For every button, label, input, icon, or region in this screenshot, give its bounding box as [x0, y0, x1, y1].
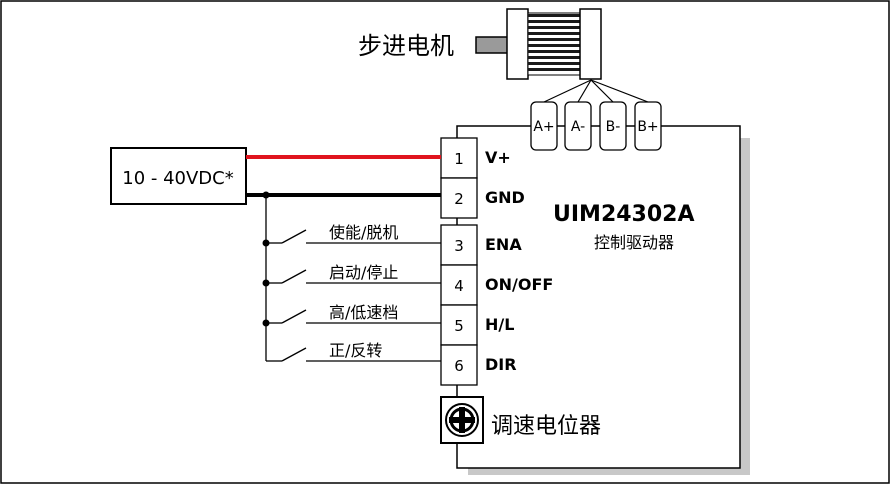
power-supply-label: 10 - 40VDC* [122, 168, 234, 189]
lead-b-plus-box [634, 101, 662, 151]
motor-label: 步进电机 [358, 32, 454, 60]
terminal-1-number: 1 [454, 150, 464, 168]
driver-body [456, 125, 741, 469]
potentiometer-label: 调速电位器 [491, 414, 601, 439]
switch-ena-label: 使能/脱机 [329, 223, 398, 242]
switch-on-off-label: 启动/停止 [329, 263, 398, 282]
terminal-5-name: H/L [485, 315, 514, 334]
lead-a-plus-box [530, 101, 558, 151]
terminal-2-name: GND [485, 188, 525, 207]
switch-h-l [266, 309, 441, 324]
lead-b-plus-label: B+ [637, 119, 658, 135]
switch-on-off [266, 269, 441, 284]
terminal-2-number: 2 [454, 190, 464, 208]
terminal-4-number: 4 [454, 277, 464, 295]
lead-a-minus-label: A- [571, 119, 585, 135]
terminal-6-number: 6 [454, 357, 464, 375]
lead-b-minus-label: B- [606, 119, 621, 135]
power-supply-box [110, 147, 247, 205]
terminal-6-box [440, 344, 478, 386]
driver-box [456, 125, 750, 475]
switch-ena [266, 229, 441, 244]
power-supply: 10 - 40VDC* [110, 147, 247, 205]
switch-dir [266, 347, 441, 362]
potentiometer: 调速电位器 [440, 396, 601, 444]
motor-lead-connectors: A+ A- B- B+ [530, 101, 662, 151]
terminal-3-name: ENA [485, 235, 522, 254]
switch-h-l-label: 高/低速档 [329, 303, 398, 322]
switch-dir-label: 正/反转 [329, 341, 382, 360]
terminal-1-name: V+ [485, 148, 511, 167]
motor-winding-stripes [528, 14, 580, 71]
terminal-4-name: ON/OFF [485, 275, 553, 294]
driver-model: UIM24302A [553, 202, 695, 227]
motor-shaft [475, 36, 510, 54]
lead-b-minus-box [599, 101, 627, 151]
motor-rear-flange [579, 8, 602, 80]
junction-dot [262, 191, 270, 199]
stepper-motor: 步进电机 [358, 8, 602, 80]
potentiometer-slot-v-icon [459, 407, 465, 433]
terminal-5-number: 5 [454, 317, 464, 335]
terminal-4-box [440, 264, 478, 306]
motor-lead-wires [543, 79, 649, 103]
terminal-2-box [440, 177, 478, 219]
terminal-strip: 1 2 3 4 5 6 V+ GND ENA ON/OFF H/L DIR [440, 137, 553, 386]
motor-front-flange [506, 8, 529, 80]
lead-a-plus-label: A+ [533, 119, 554, 135]
lead-a-minus-box [564, 101, 592, 151]
driver-subtitle: 控制驱动器 [594, 233, 674, 252]
terminal-3-number: 3 [454, 237, 464, 255]
terminal-6-name: DIR [485, 355, 517, 374]
